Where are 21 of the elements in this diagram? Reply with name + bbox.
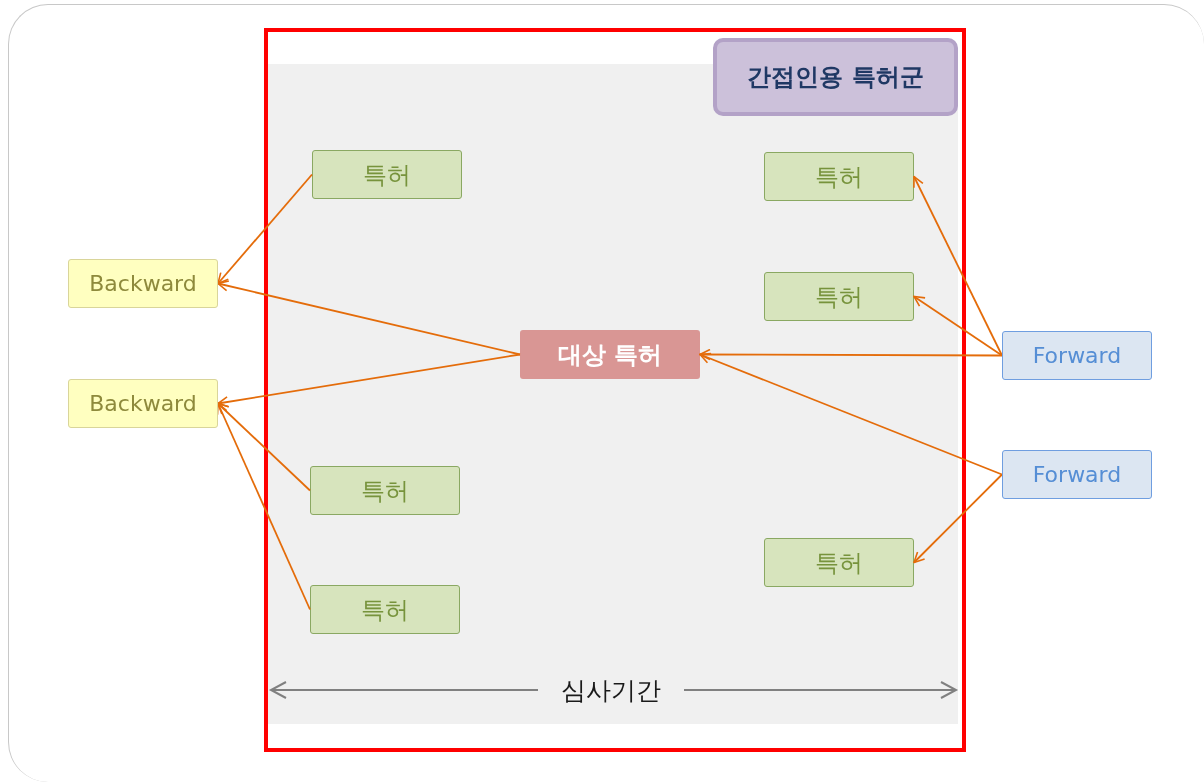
arrow — [217, 402, 311, 492]
arrow — [217, 173, 313, 285]
target-patent-box: 대상 특허 — [520, 330, 700, 379]
arrow — [699, 352, 1003, 476]
backward-box: Backward — [68, 379, 218, 428]
patent-box: 특허 — [310, 466, 460, 515]
arrow — [913, 295, 1003, 357]
backward-box: Backward — [68, 259, 218, 308]
patent-box: 특허 — [312, 150, 462, 199]
arrow — [699, 348, 1003, 361]
patent-box: 특허 — [310, 585, 460, 634]
group-title-box: 간접인용 특허군 — [713, 38, 958, 116]
forward-box: Forward — [1002, 450, 1152, 499]
patent-box: 특허 — [764, 272, 914, 321]
arrow — [913, 175, 1003, 357]
arrow — [216, 402, 311, 611]
arrow — [217, 280, 521, 356]
patent-box: 특허 — [764, 538, 914, 587]
patent-box: 특허 — [764, 152, 914, 201]
arrow — [913, 473, 1003, 564]
forward-box: Forward — [1002, 331, 1152, 380]
